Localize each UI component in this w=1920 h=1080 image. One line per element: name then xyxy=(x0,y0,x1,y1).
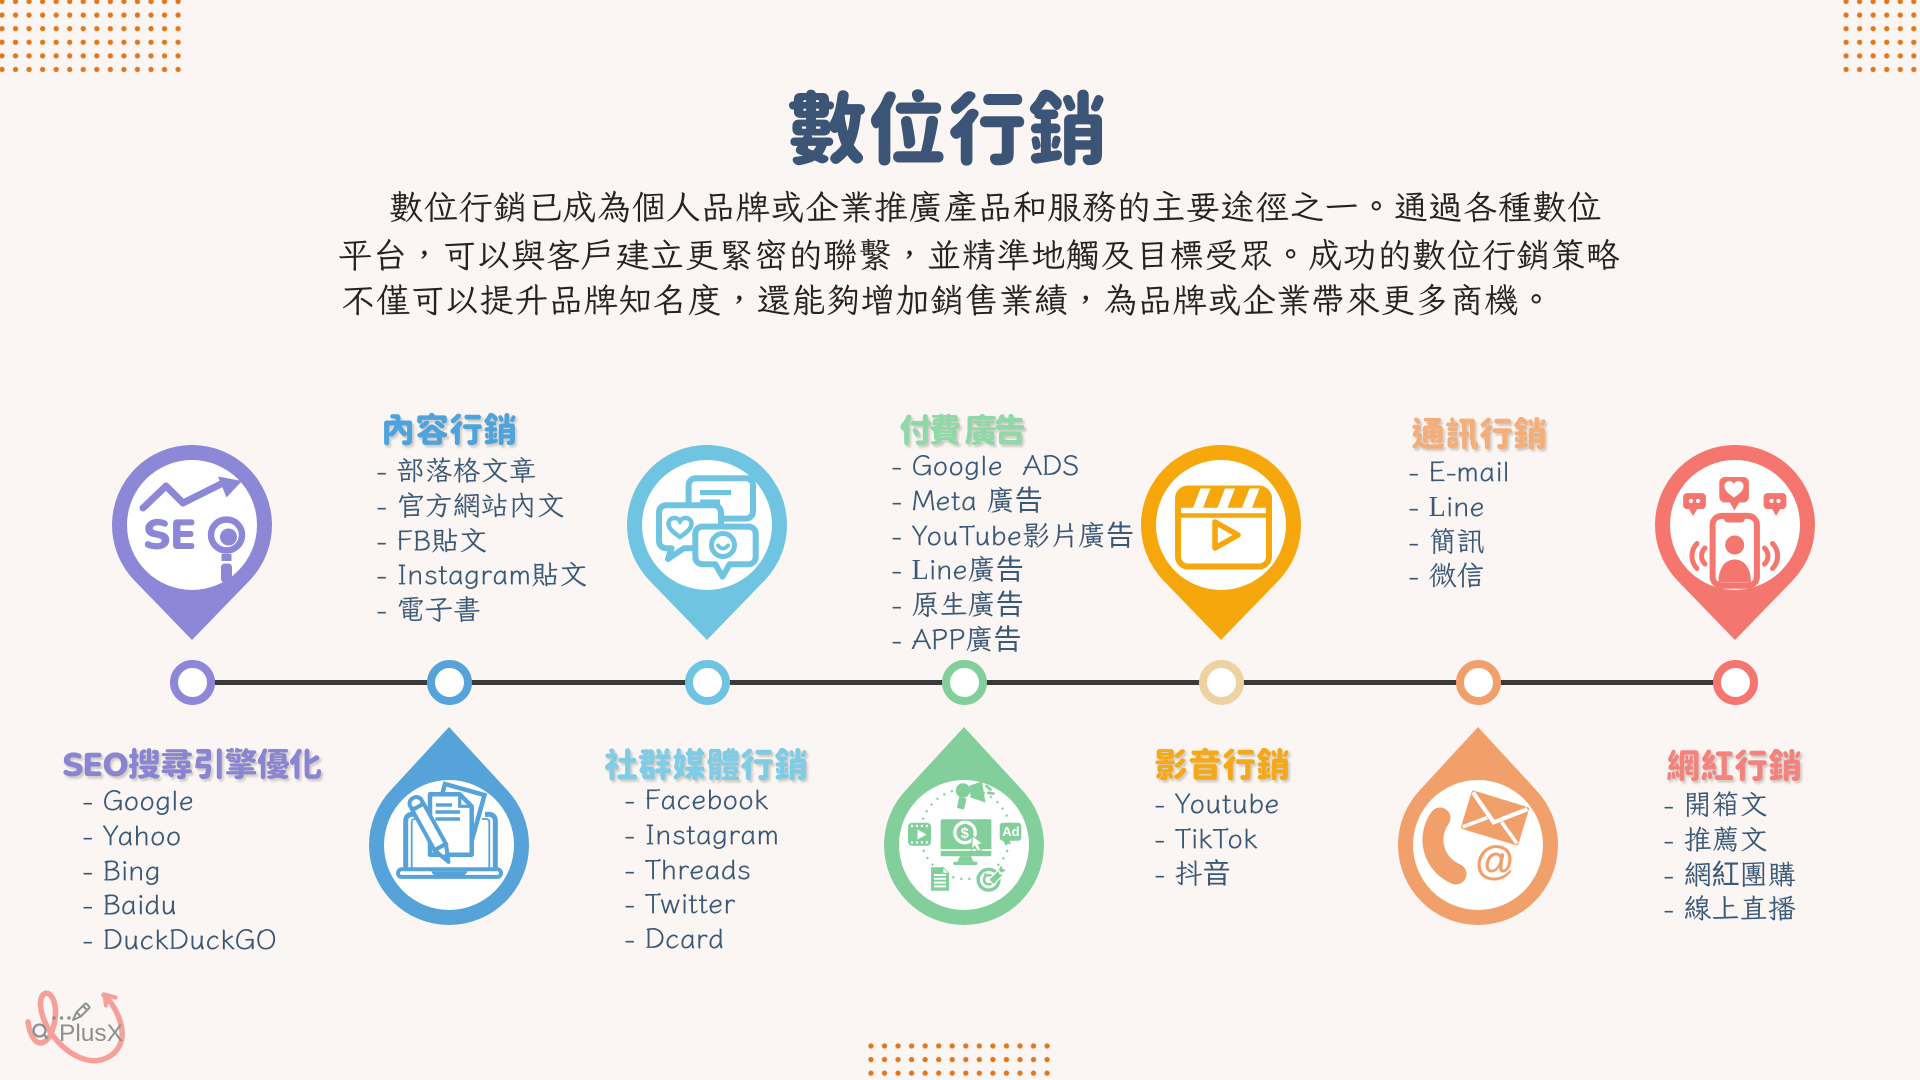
svg-text:PlusX: PlusX xyxy=(59,1020,123,1047)
svg-text:@: @ xyxy=(1476,834,1514,888)
svg-text:$: $ xyxy=(961,826,969,842)
svg-text:Ad: Ad xyxy=(1002,824,1019,839)
svg-text:SE: SE xyxy=(143,508,196,558)
